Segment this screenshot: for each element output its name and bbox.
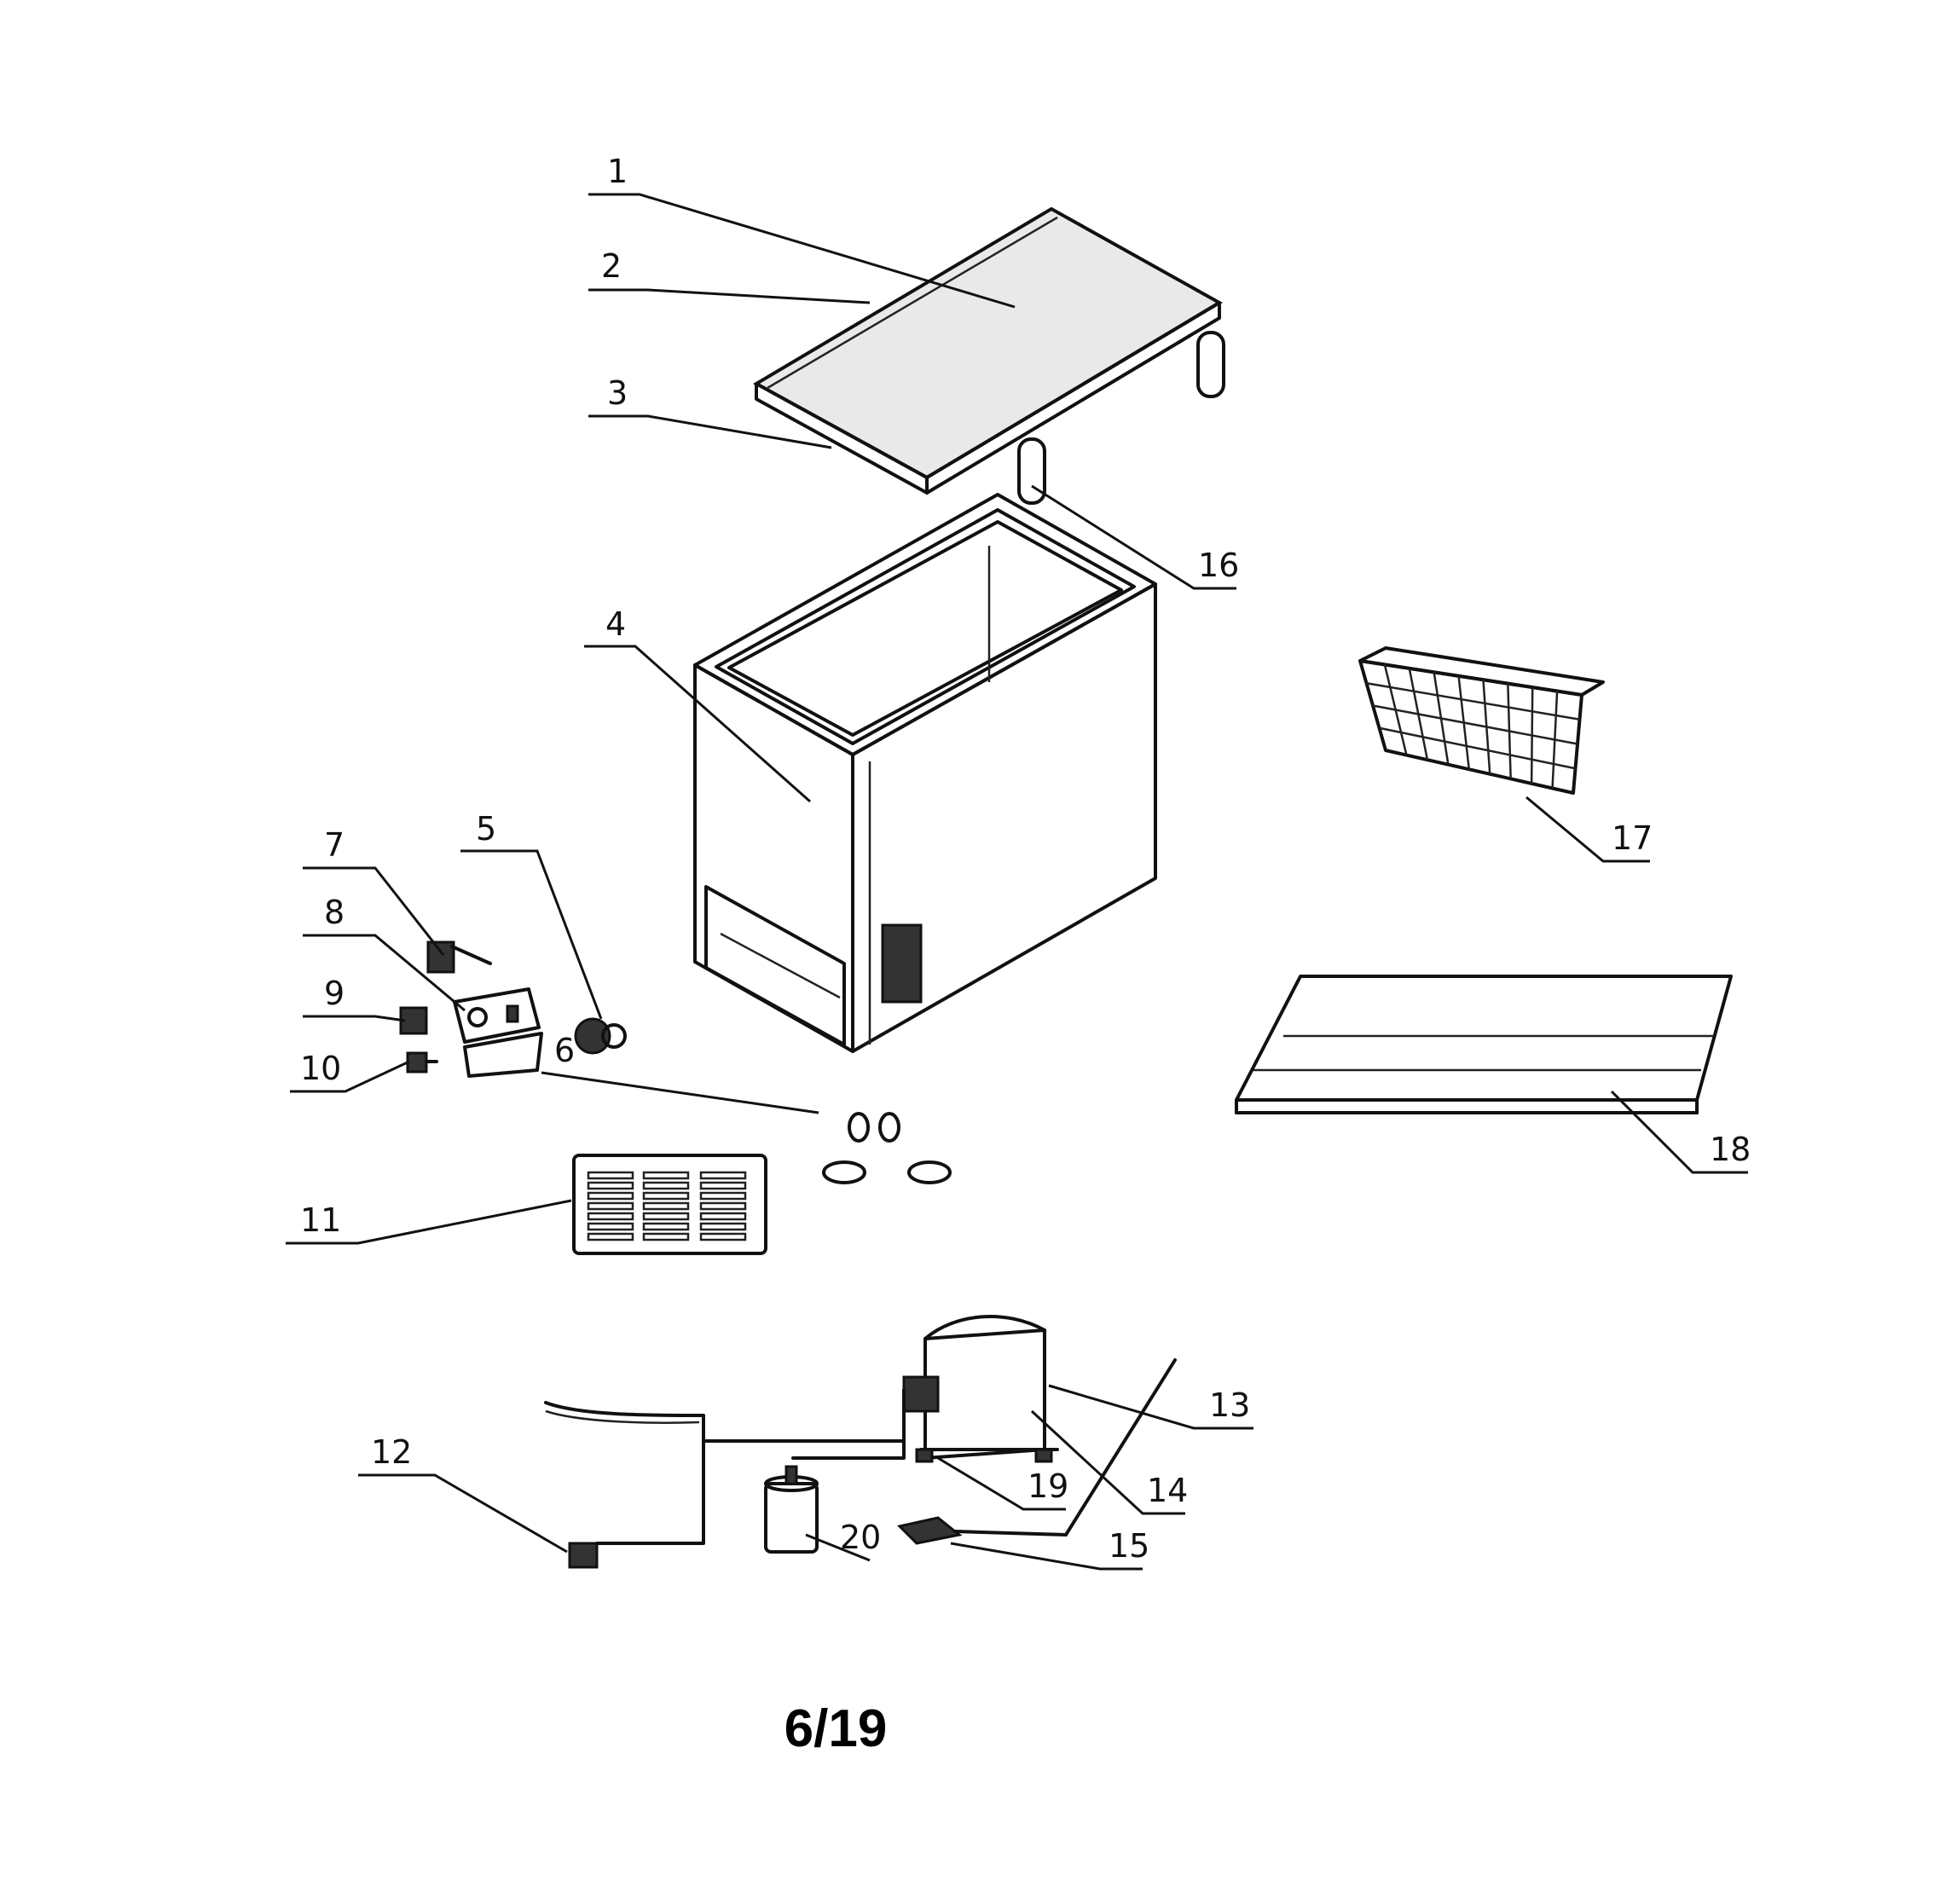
vent-grille [572, 1154, 767, 1255]
grille-slot [699, 1171, 747, 1180]
callout-4: 4 [605, 605, 626, 643]
grille-slot [699, 1222, 747, 1231]
grille-slot [699, 1181, 747, 1190]
wire-basket [1358, 646, 1605, 795]
callout-17: 17 [1612, 819, 1653, 857]
grille-slot [642, 1222, 690, 1231]
grille-slot [642, 1191, 690, 1201]
callout-1: 1 [607, 153, 628, 190]
capacitor [764, 1465, 819, 1554]
grille-slot [699, 1191, 747, 1201]
basket-wire [1366, 682, 1580, 721]
grille-slot [587, 1191, 634, 1201]
callout-5: 5 [476, 810, 496, 848]
thermostat-knob [574, 1017, 627, 1055]
control-parts [399, 940, 543, 1078]
grille-slot [642, 1201, 690, 1211]
grille-slot [587, 1201, 634, 1211]
callout-6: 6 [554, 1032, 575, 1069]
lid-assembly [752, 206, 1223, 495]
grille-slot [587, 1212, 634, 1221]
callout-7: 7 [324, 826, 344, 864]
callout-8: 8 [324, 894, 344, 931]
callout-12: 12 [371, 1433, 412, 1471]
callout-10: 10 [300, 1050, 341, 1087]
cabinet-body [693, 493, 1157, 1053]
leader-lines [286, 193, 1748, 1571]
basket-wire [1379, 726, 1576, 770]
base-plate [1235, 975, 1733, 1114]
grille-slot [699, 1212, 747, 1221]
callout-15: 15 [1109, 1527, 1149, 1565]
callout-labels: 1 2 3 4 5 6 7 8 9 10 11 12 13 14 15 16 1… [300, 153, 1751, 1565]
callout-14: 14 [1147, 1472, 1188, 1509]
grille-slot [642, 1171, 690, 1180]
grille-slot [642, 1232, 690, 1241]
compressor-assembly [791, 1315, 1177, 1545]
callout-3: 3 [607, 374, 628, 412]
callout-19: 19 [1028, 1467, 1068, 1505]
page-number: 6/19 [784, 1699, 888, 1758]
callout-11: 11 [300, 1201, 341, 1239]
grille-slot [587, 1222, 634, 1231]
callout-2: 2 [601, 247, 622, 285]
grille-slot [699, 1232, 747, 1241]
grille-slot [587, 1232, 634, 1241]
callout-20: 20 [840, 1519, 881, 1556]
grille-slot [587, 1171, 634, 1180]
grille-slot [587, 1181, 634, 1190]
grille-slot [642, 1212, 690, 1221]
power-cord [544, 1401, 906, 1569]
basket-wire [1372, 704, 1578, 745]
callout-16: 16 [1198, 547, 1239, 584]
callout-13: 13 [1209, 1386, 1250, 1424]
grille-slot [642, 1181, 690, 1190]
grille-slot [699, 1201, 747, 1211]
callout-9: 9 [324, 975, 344, 1012]
hinge-parts [1017, 331, 1225, 505]
callout-18: 18 [1710, 1131, 1751, 1168]
leveling-feet [822, 1112, 952, 1184]
